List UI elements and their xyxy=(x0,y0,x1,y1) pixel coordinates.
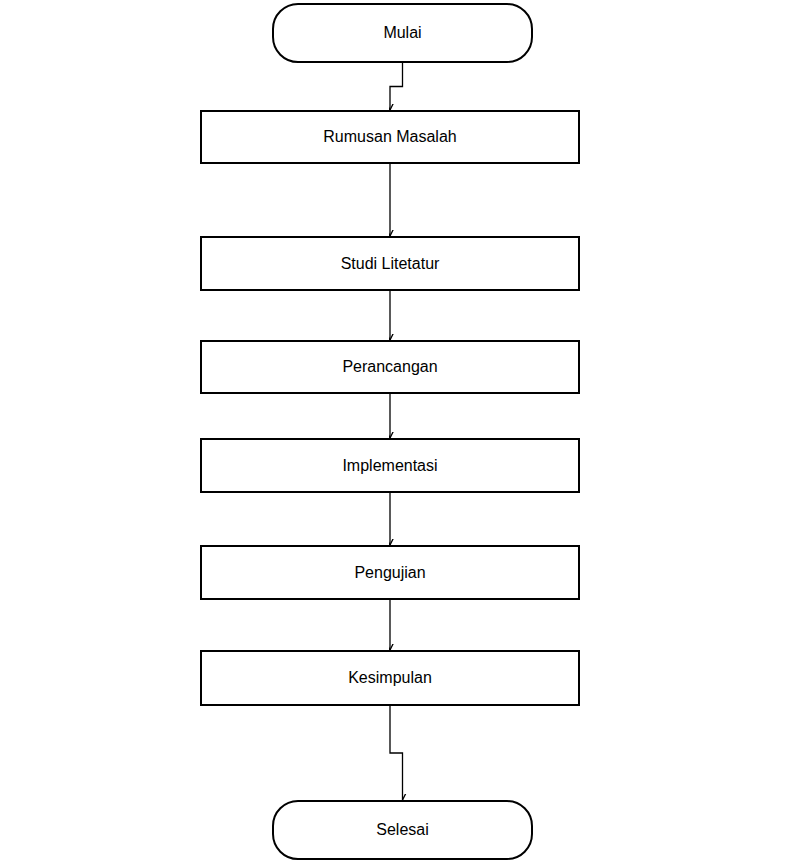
terminator-box: Selesai xyxy=(272,800,533,860)
node-label: Implementasi xyxy=(342,456,437,475)
flow-arrow xyxy=(389,164,390,236)
process-box: Implementasi xyxy=(200,438,580,493)
flow-arrow xyxy=(389,600,390,650)
node-label: Mulai xyxy=(383,23,421,42)
flow-arrow xyxy=(389,291,390,340)
process-box: Rumusan Masalah xyxy=(200,110,580,164)
node-label: Studi Litetatur xyxy=(341,254,440,273)
node-label: Perancangan xyxy=(342,357,437,376)
flow-arrow xyxy=(390,63,403,110)
flow-arrow xyxy=(389,394,390,438)
process-box: Kesimpulan xyxy=(200,650,580,706)
node-label: Kesimpulan xyxy=(348,668,432,687)
node-label: Selesai xyxy=(376,820,428,839)
terminator-box: Mulai xyxy=(272,3,533,63)
node-label: Pengujian xyxy=(354,563,425,582)
flow-arrow xyxy=(389,493,390,545)
flow-arrow xyxy=(390,706,403,800)
process-box: Pengujian xyxy=(200,545,580,600)
node-label: Rumusan Masalah xyxy=(323,127,456,146)
process-box: Perancangan xyxy=(200,340,580,394)
process-box: Studi Litetatur xyxy=(200,236,580,291)
